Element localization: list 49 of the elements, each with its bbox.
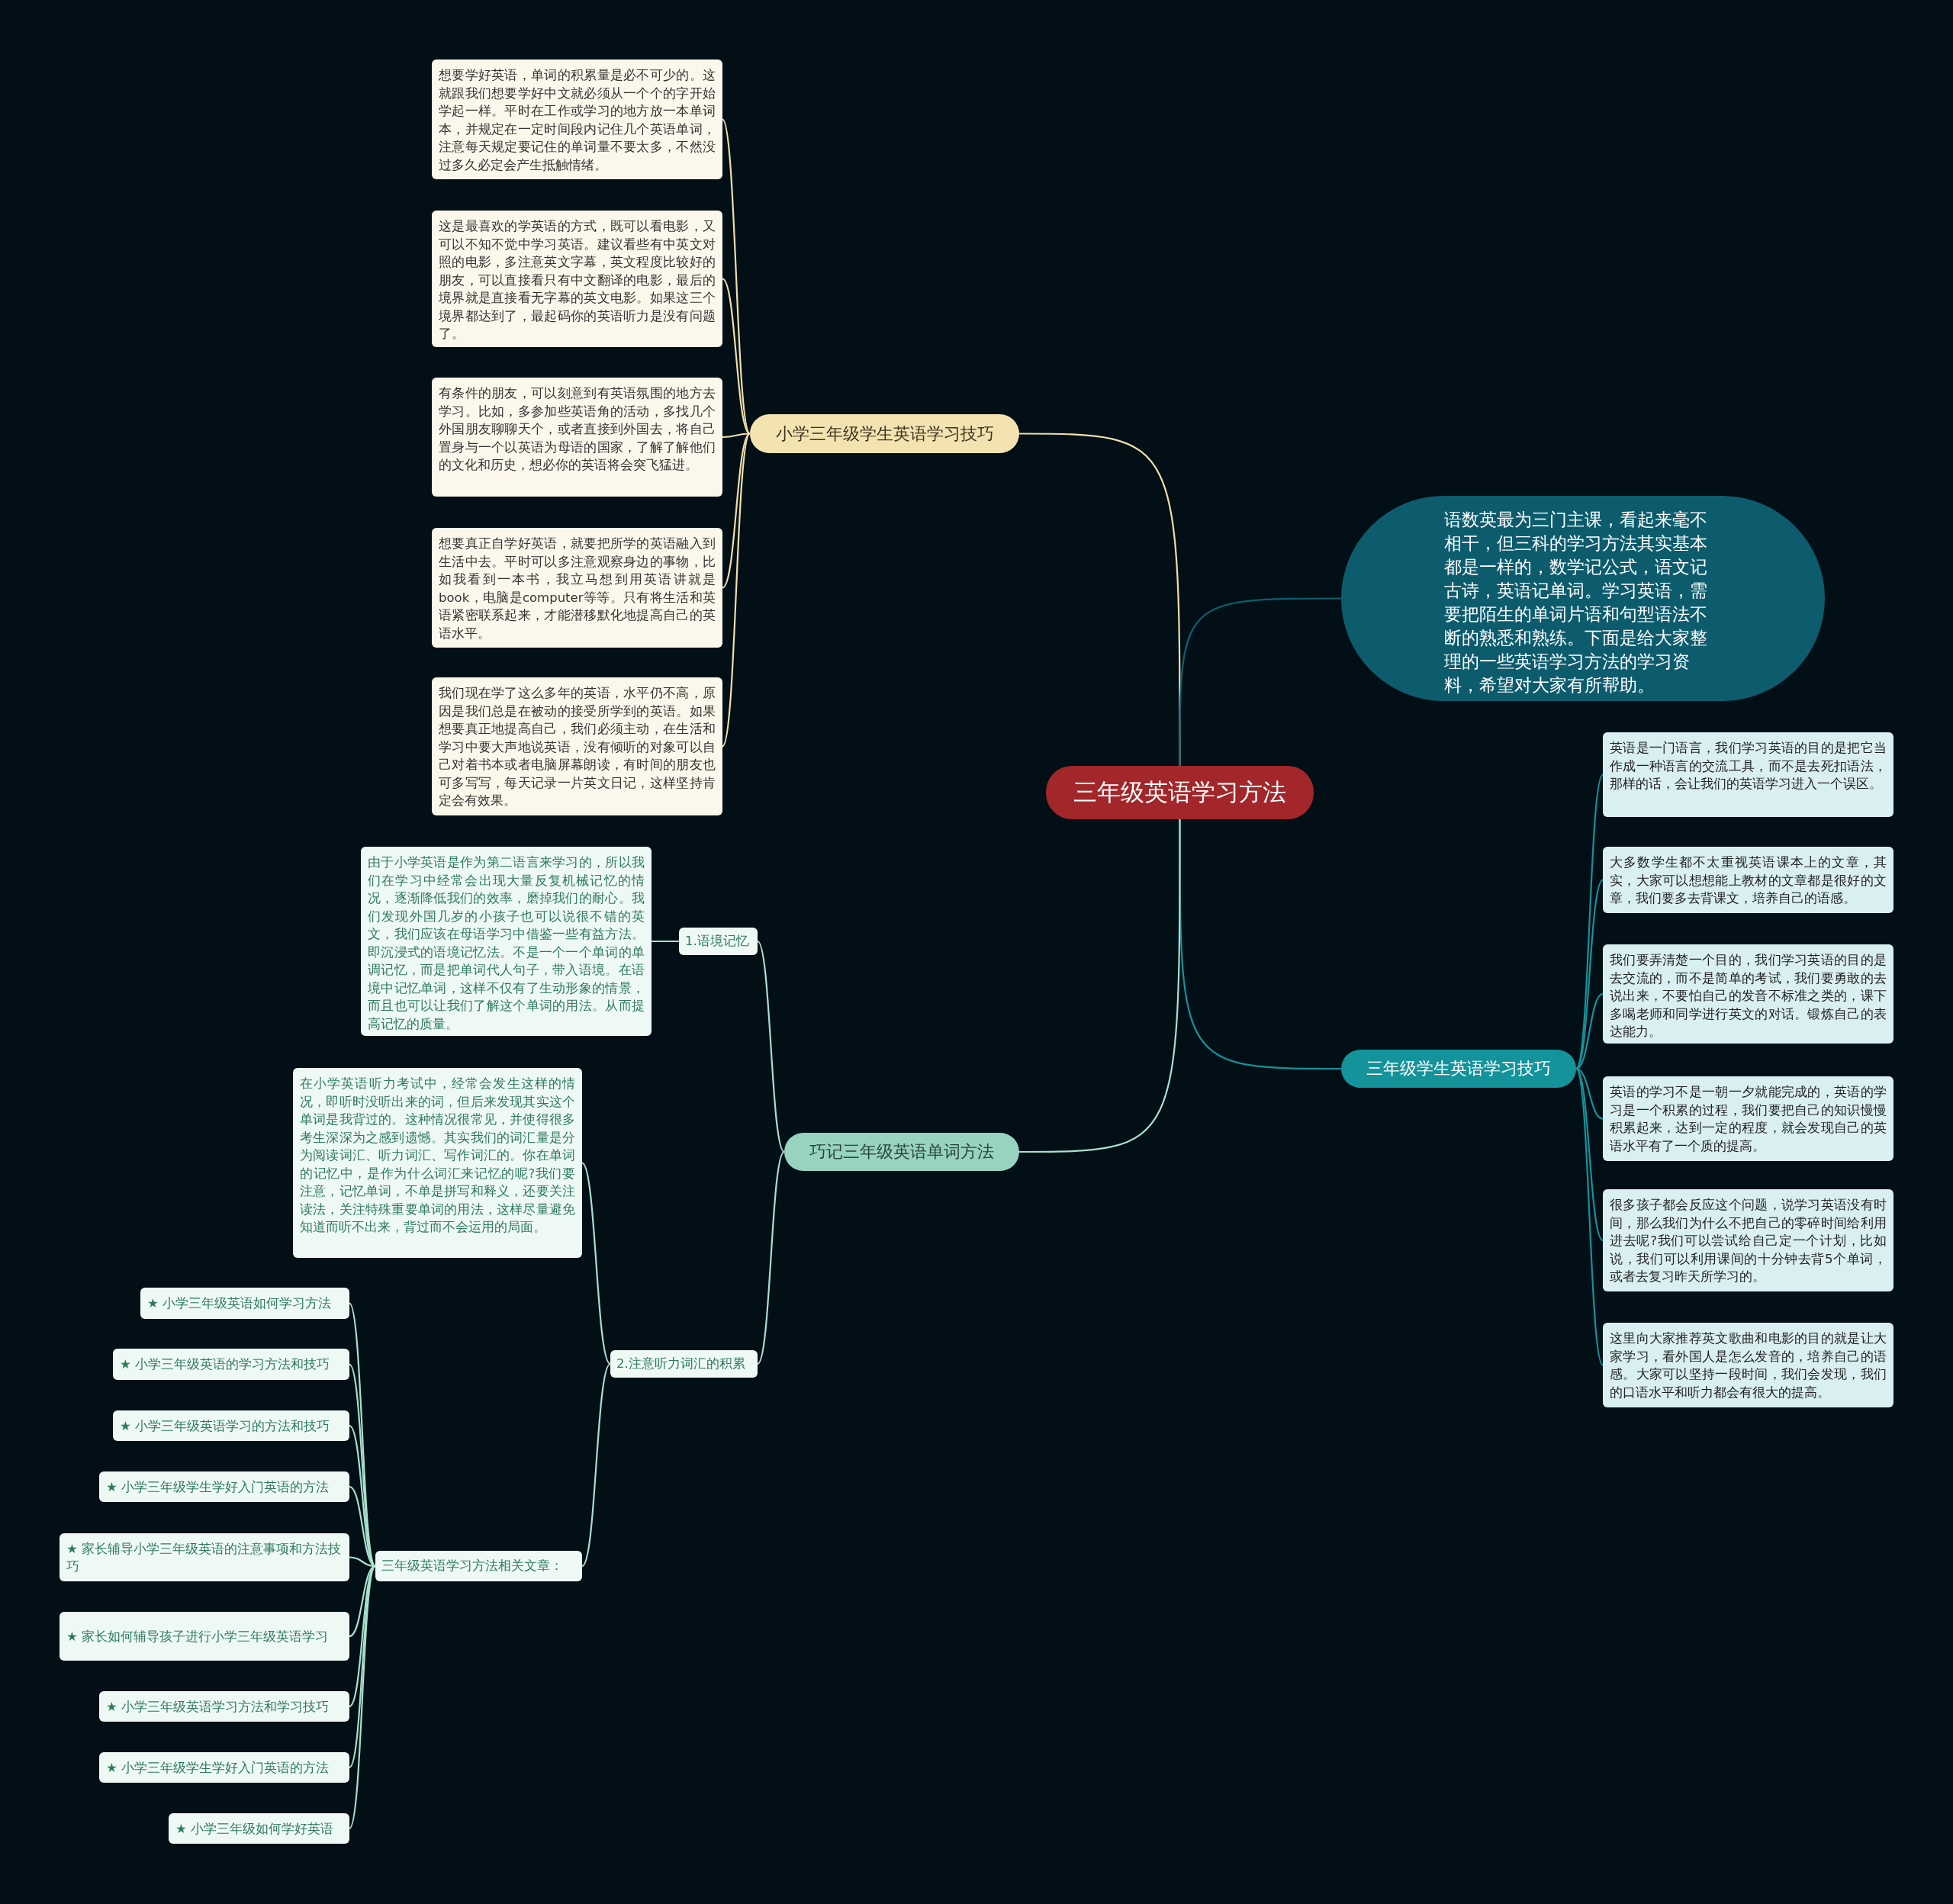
connector-line — [722, 433, 751, 747]
article-link-box: ★ 小学三年级学生学好入门英语的方法 — [99, 1752, 349, 1783]
note-box: 英语的学习不是一朝一夕就能完成的，英语的学习是一个积累的过程，我们要把自己的知识慢慢积累起来，达到一定的程度，就会发现自己的英语水平有了一个质的提高。 — [1603, 1076, 1893, 1161]
connector-line — [722, 119, 751, 434]
connector-line — [1575, 1068, 1604, 1365]
article-link-box: ★ 小学三年级英语学习方法和学习技巧 — [99, 1691, 349, 1722]
note-box: 有条件的朋友，可以刻意到有英语氛围的地方去学习。比如，多参加些英语角的活动，多找几个外国朋友聊聊天个，或者直接到外国去，将自己置身与一个以英语为母语的国家，了解了解他们的文化和历史，想必你的英语将会突飞猛进。 — [432, 378, 722, 497]
subtopic-box: 1.语境记忆 — [679, 928, 758, 955]
connector-line — [757, 941, 785, 1153]
note-box: 英语是一门语言，我们学习英语的目的是把它当作成一种语言的交流工具，而不是去死扣语法，那样的话，会让我们的英语学习进入一个误区。 — [1603, 732, 1893, 817]
connector-line — [757, 1151, 785, 1365]
connector-line — [1019, 819, 1181, 1153]
connector-line — [581, 1162, 611, 1365]
branch-topic-box: 小学三年级学生英语学习技巧 — [750, 414, 1019, 453]
connector-line — [349, 1565, 376, 1829]
note-box: 我们现在学了这么多年的英语，水平仍不高，原因是我们总是在被动的接受所学到的英语。如果想要真正地提高自己，我们必须主动，在生活和学习中要大声地说英语，没有倾听的对象可以自己对着书本或者电脑屏幕朗读，有时间的朋友也可多写写，每天记录一片英文日记，这样坚持肯定会有效果。 — [432, 677, 722, 815]
connector-line — [1179, 597, 1341, 766]
note-box: 这是最喜欢的学英语的方式，既可以看电影，又可以不知不觉中学习英语。建议看些有中英文对照的电影，多注意英文字幕，英文程度比较好的朋友，可以直接看只有中文翻译的电影，最后的境界就是直接看无字幕的英文电影。如果这三个境界都达到了，最起码你的英语听力是没有问题了。 — [432, 211, 722, 347]
connector-line — [349, 1565, 376, 1768]
note-box: 这里向大家推荐英文歌曲和电影的目的就是让大家学习，看外国人是怎么发音的，培养自己的语感。大家可以坚持一段时间，我们会发现，我们的口语水平和听力都会有很大的提高。 — [1603, 1323, 1893, 1407]
connector-line — [581, 1363, 611, 1567]
note-box: 由于小学英语是作为第二语言来学习的，所以我们在学习中经常会出现大量反复机械记忆的情况，逐渐降低我们的效率，磨掉我们的耐心。我们发现外国几岁的小孩子也可以说很不错的英文，我们应该在母语学习中借鉴一些有益方法。即沉浸式的语境记忆法。不是一个一个单词的单调记忆，而是把单词代人句子，带入语境。在语境中记忆单词，这样不仅有了生动形象的情景，而且也可以让我们了解这个单词的用法。从而提高记忆的质量。 — [361, 847, 652, 1036]
connector-line — [722, 433, 751, 439]
connector-line — [1575, 1068, 1604, 1241]
branch-topic-box: 三年级学生英语学习技巧 — [1341, 1050, 1576, 1088]
article-link-box: ★ 小学三年级英语的学习方法和技巧 — [113, 1349, 349, 1380]
note-box: 大多数学生都不太重视英语课本上的文章，其实，大家可以想想能上教材的文章都是很好的文章，我们要多去背课文，培养自己的语感。 — [1603, 847, 1893, 913]
article-link-box: ★ 小学三年级如何学好英语 — [169, 1813, 349, 1844]
connector-line — [722, 433, 751, 589]
connector-line — [1575, 1067, 1604, 1120]
subtopic-box: 三年级英语学习方法相关文章： — [375, 1551, 582, 1581]
connector-line — [1575, 879, 1604, 1069]
article-link-box: ★ 小学三年级学生学好入门英语的方法 — [99, 1471, 349, 1502]
note-box: 想要学好英语，单词的积累量是必不可少的。这就跟我们想要学好中文就必须从一个个的字开始学起一样。平时在工作或学习的地方放一本单词本，并规定在一定时间段内记住几个英语单词，注意每天规定要记住的单词量不要太多，不然没过多久必定会产生抵触情绪。 — [432, 60, 722, 179]
article-link-box: ★ 家长辅导小学三年级英语的注意事项和方法技巧 — [60, 1533, 349, 1581]
connector-line — [722, 278, 751, 435]
branch-topic-box: 巧记三年级英语单词方法 — [784, 1133, 1019, 1171]
connector-line — [1575, 774, 1604, 1069]
note-box: 我们要弄清楚一个目的，我们学习英语的目的是去交流的，而不是简单的考试，我们要勇敢的去说出来，不要怕自己的发音不标准之类的，课下多喝老师和同学进行英文的对话。锻炼自己的表达能力。 — [1603, 944, 1893, 1044]
note-box: 想要真正自学好英语，就要把所学的英语融入到生活中去。平时可以多注意观察身边的事物，比如我看到一本书，我立马想到用英语讲就是book，电脑是computer等等。只有将生活和英语紧密联系起来，才能潜移默化地提高自己的英语水平。 — [432, 528, 722, 648]
connector-line — [652, 940, 679, 943]
article-link-box: ★ 家长如何辅导孩子进行小学三年级英语学习 — [60, 1612, 349, 1661]
connector-line — [1575, 993, 1604, 1069]
note-box: 很多孩子都会反应这个问题，说学习英语没有时间，那么我们为什么不把自己的零碎时间给利用进去呢?我们可以尝试给自己定一个计划，比如说，我们可以利用课间的十分钟去背5个单词，或者去复习昨天所学习的。 — [1603, 1189, 1893, 1291]
article-link-box: ★ 小学三年级英语学习的方法和技巧 — [113, 1410, 349, 1441]
subtopic-box: 2.注意听力词汇的积累 — [610, 1350, 758, 1378]
root-topic-box: 三年级英语学习方法 — [1046, 766, 1314, 819]
note-box: 在小学英语听力考试中，经常会发生这样的情况，即听时没听出来的词，但后来发现其实这个单词是我背过的。这种情况很常见，并使得很多考生深深为之感到遗憾。其实我们的词汇量是分为阅读词汇、听力词汇、写作词汇的。你在单词的记忆中，是作为什么词汇来记忆的呢?我们要注意，记忆单词，不单是拼写和释义，还要关注读法，关注特殊重要单词的用法，这样尽量避免知道而听不出来，背过而不会运用的局面。 — [293, 1068, 582, 1258]
article-link-box: ★ 小学三年级英语如何学习方法 — [140, 1288, 349, 1319]
